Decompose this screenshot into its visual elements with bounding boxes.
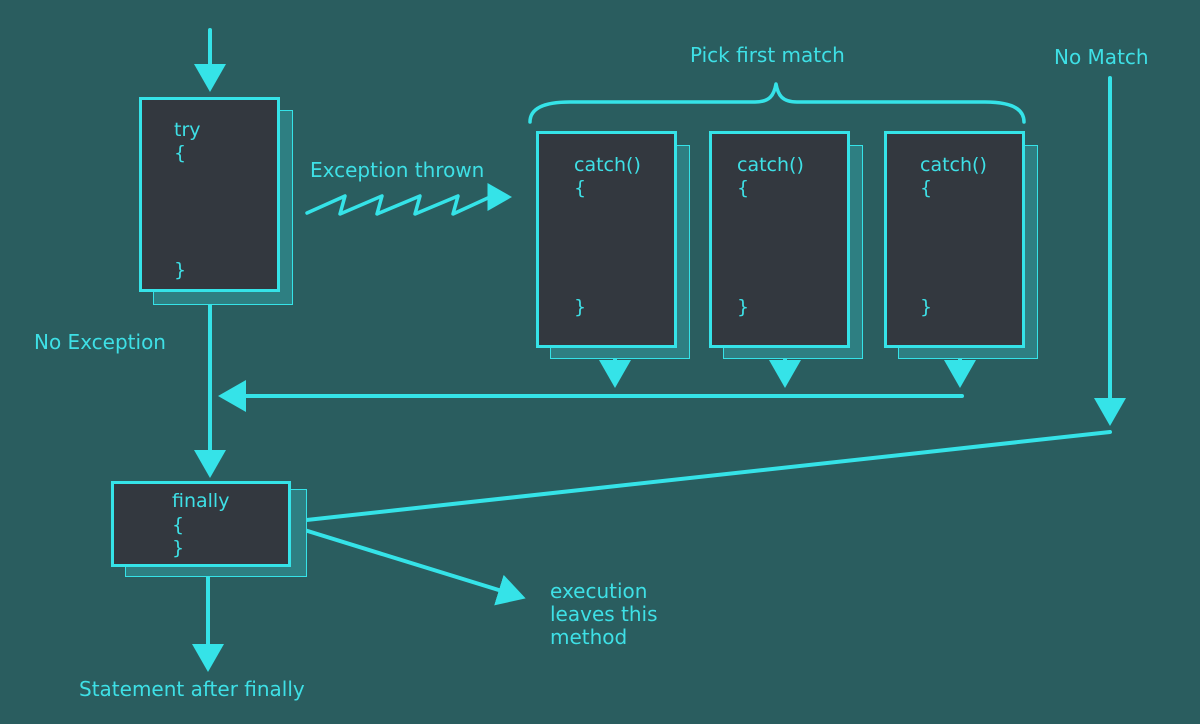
catch-3-keyword: catch() xyxy=(920,154,987,176)
finally-keyword: finally xyxy=(172,490,230,512)
catch-3-open-brace: { xyxy=(920,177,933,199)
execution-leaves-label-line-2: leaves this xyxy=(550,602,658,626)
try-block-face: try { } xyxy=(139,97,280,292)
catch-2-open-brace: { xyxy=(737,177,750,199)
catch-1-open-brace: { xyxy=(574,177,587,199)
execution-leaves-arrow xyxy=(283,522,526,606)
catch-block-1: catch() { } xyxy=(536,131,690,359)
finally-close-brace: } xyxy=(172,537,185,559)
pick-first-match-label: Pick first match xyxy=(690,43,845,67)
no-match-label: No Match xyxy=(1054,45,1149,69)
finally-block-face: finally { } xyxy=(111,481,291,567)
no-match-to-finally-line xyxy=(268,430,1112,526)
catch-block-3-face: catch() { } xyxy=(884,131,1025,348)
catch-block-2-face: catch() { } xyxy=(709,131,850,348)
exception-thrown-zigzag xyxy=(305,183,512,216)
finally-block: finally { } xyxy=(111,481,307,577)
try-close-brace: } xyxy=(174,259,187,281)
catch-block-3: catch() { } xyxy=(884,131,1038,359)
catch-2-keyword: catch() xyxy=(737,154,804,176)
statement-after-finally-label: Statement after finally xyxy=(79,677,305,701)
catch-block-2: catch() { } xyxy=(709,131,863,359)
catch-1-close-brace: } xyxy=(574,296,587,318)
catch-3-close-brace: } xyxy=(920,296,933,318)
catch-block-1-face: catch() { } xyxy=(536,131,677,348)
exception-thrown-label: Exception thrown xyxy=(310,158,485,182)
finally-open-brace: { xyxy=(172,514,185,536)
pick-first-match-brace xyxy=(528,82,1026,124)
catch-1-keyword: catch() xyxy=(574,154,641,176)
try-open-brace: { xyxy=(174,142,187,164)
catch-2-close-brace: } xyxy=(737,296,750,318)
execution-leaves-label-line-3: method xyxy=(550,625,628,649)
no-exception-label: No Exception xyxy=(34,330,166,354)
try-keyword: try xyxy=(174,119,201,141)
execution-leaves-label-line-1: execution xyxy=(550,579,648,603)
try-block: try { } xyxy=(139,97,293,305)
